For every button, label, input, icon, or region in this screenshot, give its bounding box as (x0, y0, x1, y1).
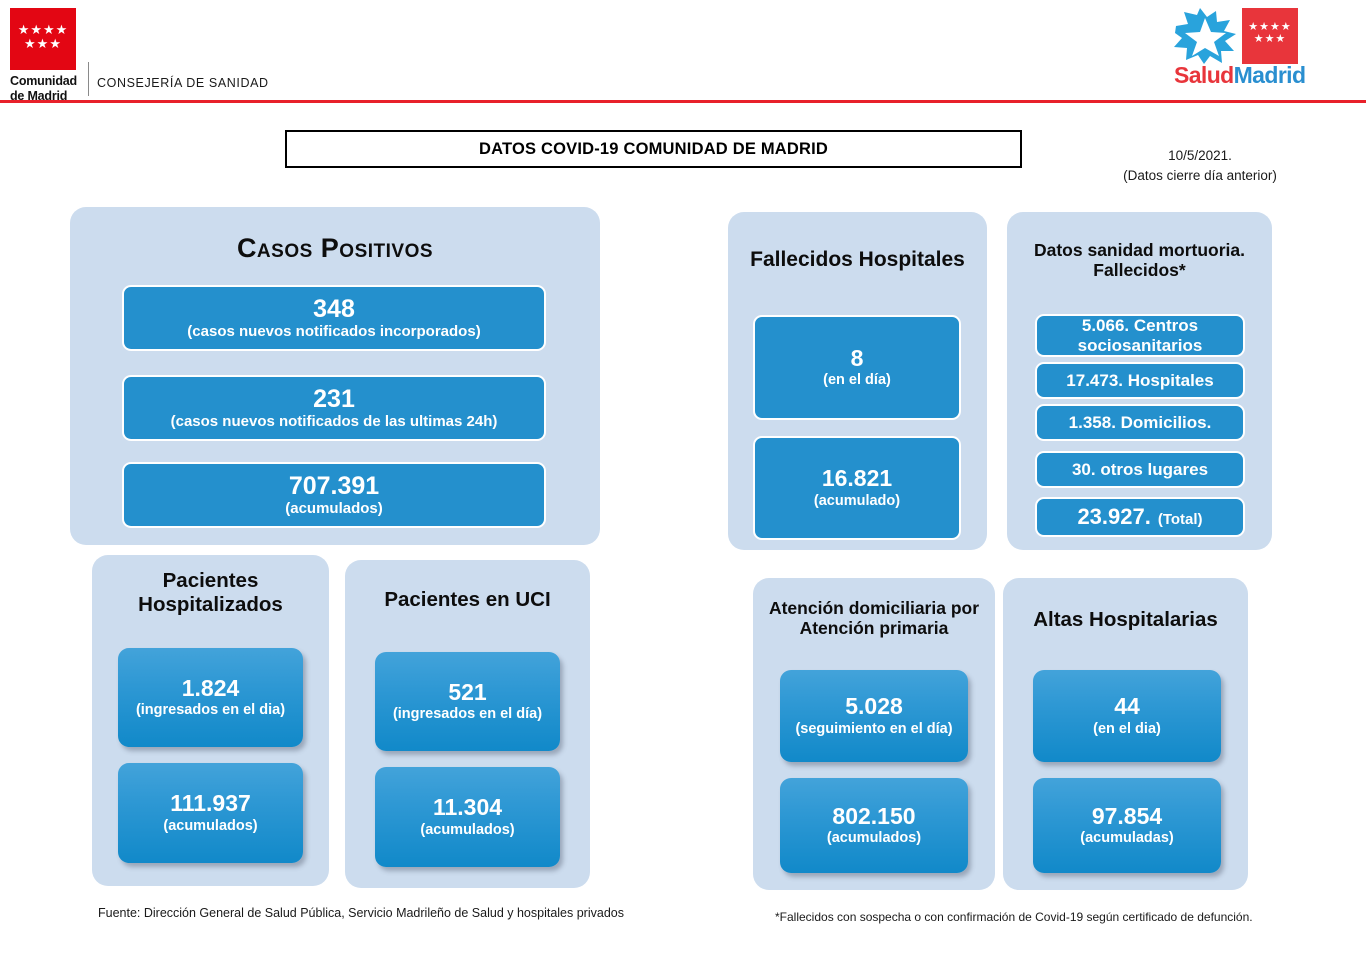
mortuary-row-text: 30. otros lugares (1071, 459, 1209, 479)
stat-box-hospitalizados-acumulados: 111.937 (acumulados) (118, 763, 303, 863)
panel-atencion-domiciliaria: Atención domiciliaria por Atención prima… (753, 578, 995, 890)
stat-box-casos-nuevos-incorporados: 348 (casos nuevos notificados incorporad… (122, 285, 546, 351)
stat-value: 11.304 (432, 794, 503, 821)
stat-value: 231 (313, 385, 355, 413)
panel-title-atencion-domiciliaria: Atención domiciliaria por Atención prima… (768, 598, 980, 639)
mortuary-row-centros-sociosanitarios: 5.066. Centros sociosanitarios (1035, 314, 1245, 357)
stars-row-bottom-icon-small: ★★★ (1253, 33, 1287, 45)
stat-box-uci-acumulados: 11.304 (acumulados) (375, 767, 560, 867)
panel-title-pacientes-hospitalizados: Pacientes Hospitalizados (138, 569, 283, 616)
stat-box-uci-dia: 521 (ingresados en el día) (375, 652, 560, 751)
mortuary-row-text: 1.358. Domicilios. (1068, 412, 1212, 432)
report-date-block: 10/5/2021. (Datos cierre día anterior) (1070, 146, 1330, 185)
header-red-rule (0, 100, 1366, 103)
mortuary-row-domicilios: 1.358. Domicilios. (1035, 404, 1245, 441)
salud-madrid-wordmark: SaludMadrid (1174, 62, 1324, 89)
stat-value: 5.028 (845, 693, 903, 720)
mortuary-total-label: (Total) (1157, 511, 1203, 528)
stat-box-altas-dia: 44 (en el dia) (1033, 670, 1221, 762)
footer-source: Fuente: Dirección General de Salud Públi… (98, 906, 624, 920)
panel-fallecidos-hospitales: Fallecidos Hospitales 8 (en el día) 16.8… (728, 212, 987, 550)
stat-value: 97.854 (1091, 802, 1163, 829)
stat-value: 16.821 (821, 465, 893, 492)
panel-title-pacientes-uci: Pacientes en UCI (384, 588, 551, 611)
mortuary-row-text: 5.066. Centros sociosanitarios (1077, 315, 1203, 355)
stars-row-top-icon-small: ★★★★ (1248, 21, 1292, 33)
stat-box-casos-acumulados: 707.391 (acumulados) (122, 462, 546, 528)
panel-title-altas-hospitalarias: Altas Hospitalarias (1033, 608, 1218, 631)
page-title-box: DATOS COVID-19 COMUNIDAD DE MADRID (285, 130, 1022, 168)
salud-madrid-logo: ★★★★ ★★★ SaludMadrid (1174, 6, 1324, 94)
stat-label: (en el día) (823, 372, 891, 389)
stat-label: (acumulados) (285, 500, 383, 517)
wordmark-salud: Salud (1174, 62, 1234, 88)
panel-title-sanidad-mortuoria: Datos sanidad mortuoria. Fallecidos* (1033, 240, 1245, 281)
stat-value: 802.150 (832, 802, 916, 829)
department-label: CONSEJERÍA DE SANIDAD (97, 76, 269, 90)
stat-box-fallecidos-acumulado: 16.821 (acumulado) (753, 436, 961, 540)
mortuary-row-hospitales: 17.473. Hospitales (1035, 362, 1245, 399)
org-name-line2: de Madrid (10, 88, 68, 103)
stat-box-domiciliaria-seguimiento-dia: 5.028 (seguimiento en el día) (780, 670, 968, 762)
madrid-flag-icon-small: ★★★★ ★★★ (1242, 8, 1298, 64)
mortuary-row-otros-lugares: 30. otros lugares (1035, 451, 1245, 488)
stat-box-fallecidos-dia: 8 (en el día) (753, 315, 961, 420)
panel-casos-positivos: Casos Positivos 348 (casos nuevos notifi… (70, 207, 600, 545)
stat-value: 1.824 (181, 674, 240, 701)
mortuary-row-total: 23.927. (Total) (1035, 497, 1245, 537)
org-name-line1: Comunidad (10, 74, 77, 88)
wordmark-madrid: Madrid (1233, 62, 1306, 88)
stat-value: 521 (448, 678, 487, 705)
stat-label: (acumulados) (163, 817, 258, 834)
stat-label: (ingresados en el día) (392, 706, 543, 723)
panel-title-fallecidos-hospitales: Fallecidos Hospitales (750, 248, 965, 271)
header-divider (88, 62, 89, 96)
panel-sanidad-mortuoria: Datos sanidad mortuoria. Fallecidos* 5.0… (1007, 212, 1272, 550)
stat-box-domiciliaria-acumulados: 802.150 (acumulados) (780, 778, 968, 873)
stat-label: (casos nuevos notificados de las ultimas… (170, 413, 498, 430)
stat-box-altas-acumuladas: 97.854 (acumuladas) (1033, 778, 1221, 873)
stat-value: 8 (850, 344, 864, 371)
stat-value: 44 (1114, 693, 1140, 720)
panel-title-casos-positivos: Casos Positivos (236, 233, 434, 263)
comunidad-de-madrid-logo: ★★★★ ★★★ Comunidad de Madrid (10, 8, 82, 104)
stat-label: (ingresados en el dia) (135, 702, 286, 719)
madrid-flag-icon: ★★★★ ★★★ (10, 8, 76, 70)
stat-label: (acumuladas) (1080, 830, 1174, 847)
panel-pacientes-hospitalizados: Pacientes Hospitalizados 1.824 (ingresad… (92, 555, 329, 886)
stat-label: (en el dia) (1093, 720, 1161, 737)
stat-value: 111.937 (170, 790, 251, 817)
panel-pacientes-uci: Pacientes en UCI 521 (ingresados en el d… (345, 560, 590, 888)
report-date: 10/5/2021. (1168, 148, 1232, 163)
blue-star-icon (1174, 8, 1236, 64)
stat-label: (acumulados) (826, 830, 922, 847)
panel-altas-hospitalarias: Altas Hospitalarias 44 (en el dia) 97.85… (1003, 578, 1248, 890)
report-date-note: (Datos cierre día anterior) (1123, 167, 1277, 183)
stat-value: 348 (313, 295, 355, 323)
mortuary-total-line: 23.927. (Total) (1077, 504, 1202, 530)
mortuary-total-value: 23.927. (1077, 504, 1151, 529)
stat-label: (acumulado) (813, 492, 901, 509)
mortuary-row-text: 17.473. Hospitales (1066, 370, 1214, 390)
stat-value: 707.391 (288, 472, 380, 500)
page-header: ★★★★ ★★★ Comunidad de Madrid CONSEJERÍA … (0, 0, 1366, 104)
stat-label: (acumulados) (420, 821, 515, 838)
stars-row-bottom-icon: ★★★ (24, 36, 62, 51)
page-title: DATOS COVID-19 COMUNIDAD DE MADRID (478, 139, 829, 158)
stars-row-top-icon: ★★★★ (17, 22, 69, 37)
salud-madrid-mark: ★★★★ ★★★ (1174, 6, 1324, 64)
org-name: Comunidad de Madrid (10, 74, 82, 104)
stat-box-hospitalizados-dia: 1.824 (ingresados en el dia) (118, 648, 303, 747)
stat-label: (seguimiento en el día) (795, 720, 953, 737)
footer-note: *Fallecidos con sospecha o con confirmac… (775, 910, 1253, 924)
stat-label: (casos nuevos notificados incorporados) (187, 323, 481, 340)
stat-box-casos-nuevos-24h: 231 (casos nuevos notificados de las ult… (122, 375, 546, 441)
